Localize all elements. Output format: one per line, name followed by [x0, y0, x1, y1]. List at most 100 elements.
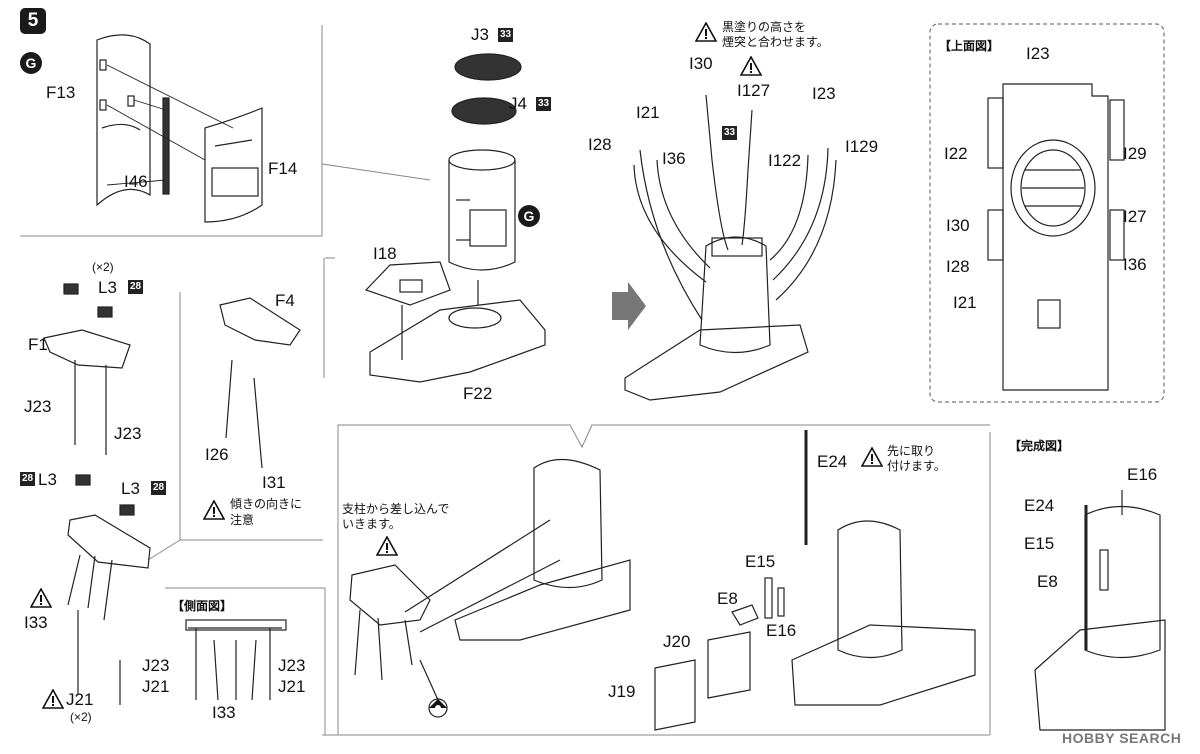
part-label-j3: J3 — [471, 25, 489, 44]
part-label-i22: I22 — [944, 144, 968, 163]
assembly-mark-icon — [428, 698, 448, 718]
part-l3 — [75, 474, 91, 486]
part-label-f14: F14 — [268, 159, 298, 178]
part-label-i30: I30 — [689, 54, 713, 73]
legs-note-line2: 注意 — [230, 513, 255, 527]
part-label-e24: E24 — [817, 452, 848, 471]
funnel-stack — [448, 149, 516, 271]
part-label-i36: I36 — [1123, 255, 1147, 274]
warning-icon — [861, 447, 883, 467]
top-view-frame — [929, 23, 1165, 403]
part-label-e15: E15 — [745, 552, 776, 571]
part-l3 — [97, 306, 113, 318]
part-label-i29: I29 — [1123, 144, 1147, 163]
part-label-i21: I21 — [953, 293, 977, 312]
part-label-i46: I46 — [124, 172, 148, 191]
funnel-assembly — [624, 94, 837, 401]
part-label-i21: I21 — [636, 103, 660, 122]
part-f4 — [219, 297, 301, 469]
paint-color-badge: 28 — [151, 481, 166, 495]
part-label-f13: F13 — [46, 83, 76, 102]
completed-drawing — [1034, 490, 1166, 731]
insert-note-line2: いきます。 — [342, 517, 401, 531]
part-label-j21: J21 — [66, 690, 94, 709]
part-label-l3: L3 — [98, 278, 117, 297]
assembly-g-mark: G — [20, 52, 42, 74]
insert-assembly — [349, 458, 631, 701]
assembly-g-mark: G — [518, 205, 540, 227]
part-j3 — [454, 53, 522, 81]
part-label-i33: I33 — [212, 703, 236, 722]
part-label-e8: E8 — [717, 589, 738, 608]
part-label-i23: I23 — [812, 84, 836, 103]
part-label-j4: J4 — [509, 94, 527, 113]
paint-color-badge: 28 — [20, 472, 35, 486]
part-label-e24: E24 — [1024, 496, 1055, 515]
part-label-e16: E16 — [766, 621, 797, 640]
paint-color-badge: 33 — [722, 126, 737, 140]
part-label-j19: J19 — [608, 682, 636, 701]
part-label-i27: I27 — [1123, 207, 1147, 226]
side-view-drawing — [185, 619, 287, 701]
part-i18 — [364, 261, 451, 306]
part-label-j20: J20 — [663, 632, 691, 651]
part-i46 — [162, 97, 170, 195]
paint-color-badge: 33 — [536, 97, 551, 111]
part-f13 — [96, 34, 151, 207]
part-label-i122: I122 — [768, 151, 802, 170]
part-f14 — [204, 107, 263, 223]
rear-assembly — [654, 430, 976, 731]
quantity-note: (×2) — [92, 260, 114, 274]
top-view-drawing — [987, 83, 1125, 391]
part-label-e8: E8 — [1037, 572, 1058, 591]
part-label-e15: E15 — [1024, 534, 1055, 553]
part-l3 — [119, 504, 135, 516]
funnel-note-line1: 黒塗りの高さを — [722, 20, 807, 34]
part-label-e16: E16 — [1127, 465, 1158, 484]
paint-color-badge: 33 — [498, 28, 513, 42]
completed-title: 【完成図】 — [1009, 439, 1070, 453]
part-label-j21: J21 — [278, 677, 306, 696]
step-number: 5 — [20, 8, 46, 34]
part-j4 — [451, 97, 517, 125]
part-label-f1: F1 — [28, 335, 48, 354]
assembly-lines — [106, 64, 234, 186]
part-label-i28: I28 — [588, 135, 612, 154]
part-label-j23: J23 — [278, 656, 306, 675]
funnel-note-line2: 煙突と合わせます。 — [722, 35, 829, 49]
warning-icon — [376, 536, 398, 556]
part-label-i30: I30 — [946, 216, 970, 235]
watermark: HOBBY SEARCH — [1062, 730, 1182, 746]
warning-icon — [30, 588, 52, 608]
warning-icon — [42, 689, 64, 709]
paint-color-badge: 28 — [128, 280, 143, 294]
part-label-j21: J21 — [142, 677, 170, 696]
part-label-l3: L3 — [38, 470, 57, 489]
part-f22 — [369, 280, 546, 383]
part-label-i28: I28 — [946, 257, 970, 276]
warning-icon — [695, 22, 717, 42]
mast-f1 — [43, 329, 131, 455]
part-label-i18: I18 — [373, 244, 397, 263]
part-label-l3: L3 — [121, 479, 140, 498]
mast-lower — [67, 514, 151, 705]
part-label-i26: I26 — [205, 445, 229, 464]
part-label-i23: I23 — [1026, 44, 1050, 63]
warning-icon — [740, 56, 762, 76]
part-label-j23: J23 — [114, 424, 142, 443]
part-label-i129: I129 — [845, 137, 879, 156]
rear-note-line2: 付けます。 — [887, 459, 946, 473]
insert-note-line1: 支柱から差し込んで — [342, 502, 450, 516]
part-label-f4: F4 — [275, 291, 295, 310]
arrow-right-icon — [612, 282, 646, 330]
part-label-j23: J23 — [24, 397, 52, 416]
part-label-i127: I127 — [737, 81, 771, 100]
quantity-note: (×2) — [70, 710, 92, 724]
warning-icon — [203, 500, 225, 520]
part-label-i36: I36 — [662, 149, 686, 168]
panel-borders — [20, 25, 991, 736]
part-label-i31: I31 — [262, 473, 286, 492]
part-l3 — [63, 283, 79, 295]
